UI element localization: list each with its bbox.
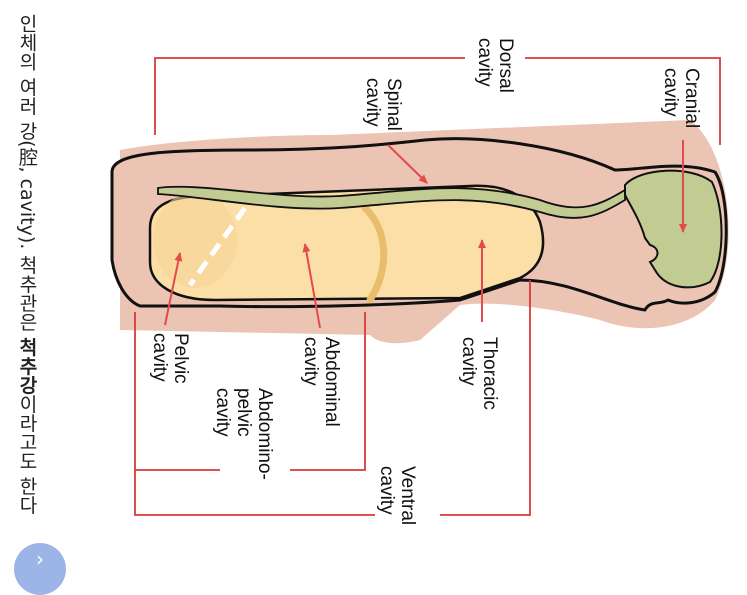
arrow-abdominal [302,243,321,329]
label-spinal-cavity: Spinal cavity [362,78,404,131]
nav-button[interactable]: › [14,543,66,595]
label-cranial-cavity: Cranial cavity [660,68,702,129]
ventral-bracket [134,470,375,516]
label-thoracic-cavity: Thoracic cavity [458,337,500,410]
cranial-cavity-shape [624,169,723,289]
arrow-spinal [387,144,428,184]
label-abdominopelvic-cavity: Abdomino- pelvic cavity [212,388,275,480]
ventral-bracket-right [440,280,531,516]
chevron-icon: › [36,547,44,571]
label-dorsal-cavity: Dorsal cavity [474,38,516,93]
body-cavities-illustration [110,57,729,516]
caption-text: 인체의 여러 강(腔, cavity). 척추관은 척추강이라고도 한다 [12,14,42,566]
caption-part-2: 이라고도 한다 [16,394,38,515]
pelvic-divider [187,206,248,287]
label-pelvic-cavity: Pelvic cavity [149,333,191,384]
abdominopelvic-bracket-right [290,312,366,471]
diaphragm [361,204,388,304]
caption-part-1: 인체의 여러 강(腔, cavity). 척추관은 [16,14,38,338]
diagram: Dorsal cavity Cranial cavity Spinal cavi… [12,14,729,595]
spinal-cavity-shape [157,185,626,219]
label-abdominal-cavity: Abdominal cavity [300,337,342,427]
arrow-pelvic [164,252,183,326]
label-ventral-cavity: Ventral cavity [376,466,418,526]
dorsal-bracket [154,57,465,135]
pelvic-zone [153,192,237,288]
caption-bold-term: 척추강 [16,337,38,395]
dorsal-bracket-right [525,57,721,145]
